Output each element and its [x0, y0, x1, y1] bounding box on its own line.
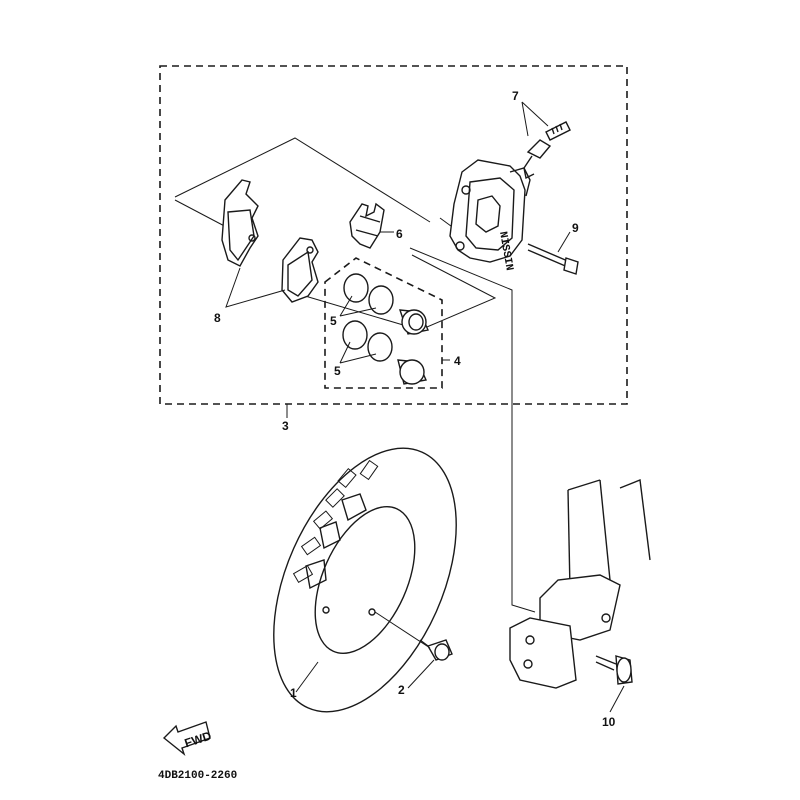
label-part-1: 1 — [290, 686, 297, 700]
label-part-10: 10 — [602, 715, 616, 729]
leader-9 — [557, 231, 571, 253]
leader-8 — [225, 267, 286, 308]
disc-bolt — [419, 639, 453, 661]
brake-pad-left — [221, 179, 259, 267]
leader-10 — [609, 685, 625, 713]
caliper-body: NISSIN — [449, 159, 531, 272]
label-part-4: 4 — [454, 354, 461, 368]
part-labels: 1 2 3 4 5 5 6 7 8 9 10 — [214, 89, 616, 729]
caliper-assembly-boundary — [159, 65, 628, 405]
pad-pin-bolt — [527, 243, 579, 275]
leader-2a — [374, 611, 431, 649]
caliper-bracket-bolt — [595, 655, 633, 685]
leader-5b — [339, 341, 377, 364]
brake-disc — [273, 447, 457, 713]
drawing-code: 4DB2100-2260 — [158, 770, 237, 782]
pad-spring — [349, 202, 385, 249]
label-part-9: 9 — [572, 221, 579, 235]
label-part-7: 7 — [512, 89, 519, 103]
bleeder-screw — [523, 121, 571, 180]
label-part-3: 3 — [282, 419, 289, 433]
label-part-5b: 5 — [334, 364, 341, 378]
leader-5a — [339, 295, 377, 317]
brake-pad-right — [281, 237, 319, 303]
label-part-5a: 5 — [330, 314, 337, 328]
piston-seals — [342, 273, 394, 362]
label-part-8: 8 — [214, 311, 221, 325]
fwd-arrow-icon: FWD — [162, 721, 213, 757]
leader-2 — [407, 659, 435, 689]
leader-1 — [295, 661, 319, 693]
leader-7 — [521, 101, 549, 137]
front-fork — [509, 479, 651, 689]
label-part-2: 2 — [398, 683, 405, 697]
label-part-6: 6 — [396, 227, 403, 241]
pistons — [397, 309, 429, 385]
